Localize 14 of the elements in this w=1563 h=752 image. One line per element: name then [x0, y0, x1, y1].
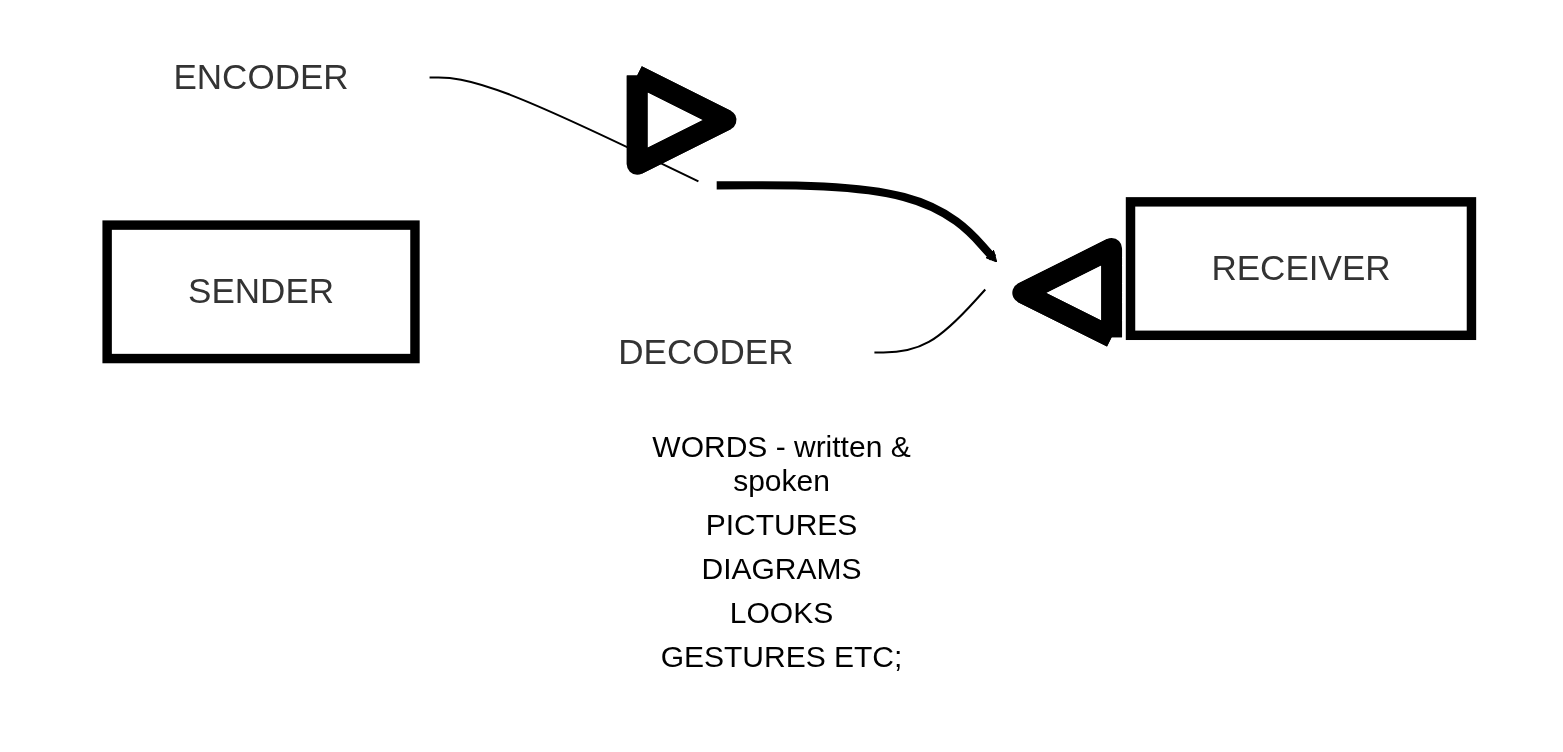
annotation-text: DIAGRAMS — [701, 552, 862, 586]
leader-line — [429, 76, 699, 183]
annotation-text: LOOKS — [729, 596, 834, 630]
arrow — [716, 181, 997, 263]
node-label: DECODER — [617, 331, 794, 373]
triangle-symbol — [1011, 238, 1122, 348]
process-box: RECEIVER — [1125, 197, 1476, 341]
triangle-symbol — [626, 65, 736, 175]
annotation-text: WORDS - written & spoken — [651, 430, 912, 498]
process-box: SENDER — [101, 220, 420, 364]
leader-line — [873, 288, 986, 354]
node-label: ENCODER — [172, 56, 349, 98]
annotation-text: PICTURES — [705, 508, 858, 542]
annotation-text: GESTURES ETC; — [660, 640, 903, 674]
